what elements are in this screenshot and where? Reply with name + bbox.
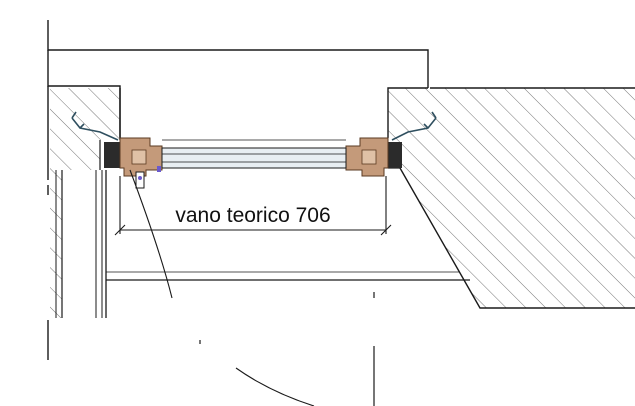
left-jamb — [50, 88, 121, 318]
left-gasket — [104, 142, 120, 168]
right-gasket — [388, 142, 402, 168]
anchor-icon — [391, 111, 437, 141]
glazing-unit — [161, 139, 347, 169]
left-frame-profile — [119, 137, 163, 177]
right-frame-profile — [345, 137, 389, 177]
dimension-label: vano teorico 706 — [175, 204, 330, 227]
window-handle-icon — [135, 166, 161, 189]
right-wall — [387, 87, 635, 309]
sash-swing-arc — [129, 169, 173, 299]
door-swing-arc — [235, 367, 315, 406]
dimension-line — [114, 176, 392, 236]
partition-lines — [199, 292, 375, 406]
wall-outline — [47, 20, 429, 360]
anchor-icon — [71, 111, 119, 141]
